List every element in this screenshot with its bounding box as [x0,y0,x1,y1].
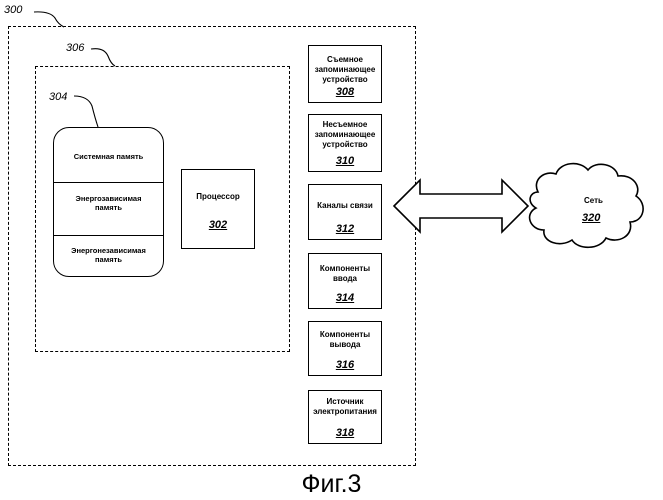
memory-ref-leader [74,96,98,127]
system-ref-leader [91,49,115,66]
double-arrow [394,180,528,232]
network-label: Сеть [584,196,603,205]
network-number: 320 [582,212,600,224]
network-cloud [530,164,644,248]
figure-caption: Фиг.3 [0,470,663,499]
device-ref-leader [34,12,64,27]
